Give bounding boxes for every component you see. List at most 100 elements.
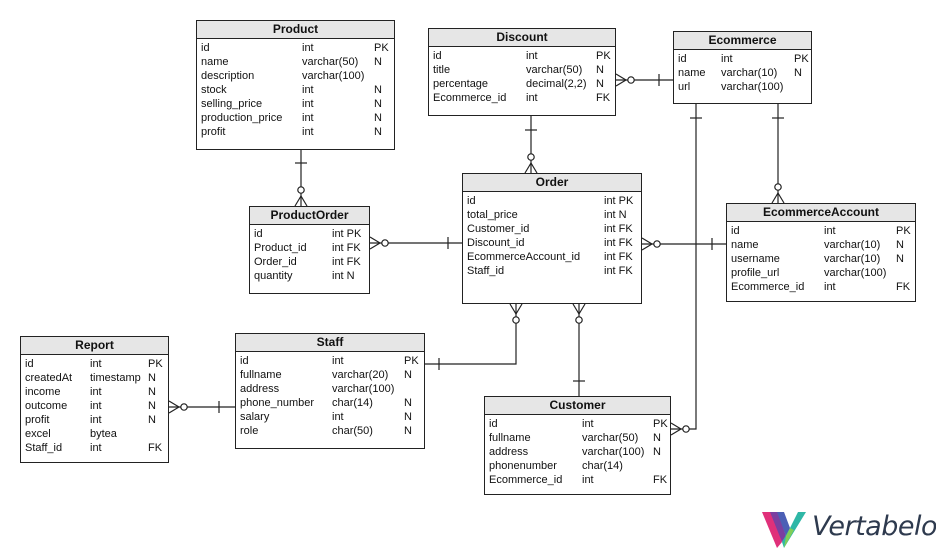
column-constraint: N — [404, 369, 412, 381]
column-constraint: N — [653, 432, 661, 444]
column-constraint: N — [596, 78, 604, 90]
column-name: phonenumber — [489, 460, 557, 472]
column-name: Staff_id — [25, 442, 63, 454]
column-name: description — [201, 70, 255, 82]
column-name: total_price — [467, 209, 518, 221]
column-name: profit — [25, 414, 50, 426]
column-name: outcome — [25, 400, 68, 412]
column-name: id — [433, 50, 442, 62]
column-type: varchar(50) — [302, 56, 359, 68]
column-name: id — [731, 225, 740, 237]
column-constraint: N — [596, 64, 604, 76]
rel-discount-order — [524, 116, 538, 174]
vertabelo-logo: Vertabelo — [760, 506, 936, 550]
rel-product-productorder — [294, 150, 308, 207]
column-type: int — [302, 112, 314, 124]
column-name: Discount_id — [467, 237, 525, 249]
column-type: int — [332, 355, 344, 367]
column-name: percentage — [433, 78, 489, 90]
rel-staff-report — [168, 400, 235, 414]
table-row: production_price int N — [197, 111, 394, 125]
column-type: int N — [332, 270, 355, 282]
column-type: int — [582, 474, 594, 486]
column-constraint: PK — [596, 50, 611, 62]
column-type: int — [824, 225, 836, 237]
column-type: char(14) — [332, 397, 373, 409]
column-name: id — [254, 228, 263, 240]
column-name: Staff_id — [467, 265, 505, 277]
column-type: int — [90, 386, 102, 398]
column-name: Ecommerce_id — [731, 281, 805, 293]
column-name: name — [731, 239, 759, 251]
column-type: int PK — [604, 195, 634, 207]
column-type: int FK — [332, 256, 361, 268]
column-constraint: N — [148, 400, 156, 412]
column-type: decimal(2,2) — [526, 78, 587, 90]
column-name: id — [25, 358, 34, 370]
column-name: role — [240, 425, 259, 437]
column-type: int — [824, 281, 836, 293]
rel-ecommerce-customer — [670, 104, 702, 436]
column-name: quantity — [254, 270, 293, 282]
column-constraint: FK — [896, 281, 911, 293]
table-row: phone_number char(14) N — [236, 396, 424, 410]
column-type: int — [302, 42, 314, 54]
column-type: int — [302, 98, 314, 110]
column-constraint: FK — [148, 442, 163, 454]
column-type: varchar(10) — [824, 239, 881, 251]
column-type: bytea — [90, 428, 117, 440]
table-row: Staff_id int FK — [21, 441, 168, 455]
column-name: Ecommerce_id — [489, 474, 563, 486]
column-type: int — [302, 84, 314, 96]
table-report-title: Report — [21, 337, 168, 355]
column-type: int — [90, 442, 102, 454]
column-name: profile_url — [731, 267, 780, 279]
column-constraint: N — [374, 112, 382, 124]
column-type: int FK — [604, 223, 633, 235]
column-name: fullname — [240, 369, 282, 381]
rel-customer-order — [572, 303, 586, 396]
column-constraint: N — [404, 425, 412, 437]
vertabelo-logo-text: Vertabelo — [812, 511, 936, 542]
column-name: production_price — [201, 112, 283, 124]
column-type: int PK — [332, 228, 362, 240]
column-constraint: PK — [374, 42, 389, 54]
column-type: int — [302, 126, 314, 138]
column-name: phone_number — [240, 397, 315, 409]
vertabelo-logo-icon — [762, 512, 806, 548]
table-discount-title: Discount — [429, 29, 615, 47]
table-order-title: Order — [463, 174, 641, 192]
column-constraint: N — [148, 386, 156, 398]
column-type: int — [721, 53, 733, 65]
column-constraint: N — [404, 397, 412, 409]
column-constraint: N — [148, 414, 156, 426]
table-productorder-title: ProductOrder — [250, 207, 369, 225]
